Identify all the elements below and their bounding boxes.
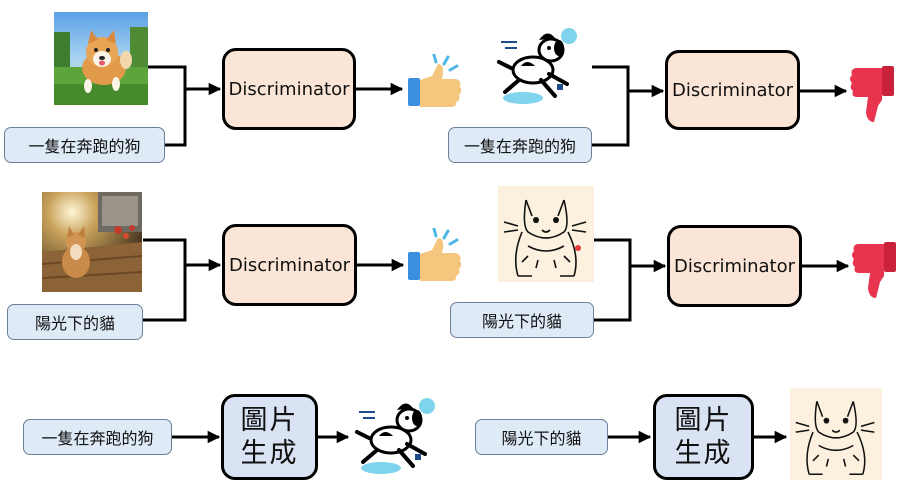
merge-line-3	[143, 238, 187, 322]
generator-label-line1: 圖片	[674, 405, 733, 436]
generated-cat-output	[790, 386, 882, 482]
discriminator-box-4: Discriminator	[667, 225, 802, 307]
caption-cat-input: 陽光下的貓	[475, 419, 608, 455]
generated-dog-output	[352, 396, 440, 476]
discriminator-label: Discriminator	[672, 79, 793, 101]
thumbs-down-icon	[848, 64, 896, 126]
caption-text: 一隻在奔跑的狗	[28, 137, 141, 156]
caption-dog-2: 一隻在奔跑的狗	[448, 127, 592, 163]
caption-text: 陽光下的貓	[501, 429, 582, 448]
generator-label-line2: 生成	[674, 438, 733, 469]
caption-cat-1: 陽光下的貓	[7, 304, 143, 340]
caption-dog-1: 一隻在奔跑的狗	[4, 127, 165, 163]
discriminator-box-3: Discriminator	[222, 224, 357, 306]
caption-text: 陽光下的貓	[34, 314, 115, 333]
caption-text: 一隻在奔跑的狗	[41, 429, 154, 448]
thumbs-up-icon-2	[406, 227, 464, 286]
caption-text: 一隻在奔跑的狗	[463, 137, 576, 156]
generator-label-line2: 生成	[240, 438, 299, 469]
thumbs-down-icon-2	[850, 240, 898, 302]
merge-line-2	[592, 65, 630, 147]
generated-dog-illustration	[495, 26, 581, 106]
caption-dog-input: 一隻在奔跑的狗	[23, 419, 172, 455]
caption-text: 陽光下的貓	[481, 312, 562, 331]
thumbs-up-icon	[406, 53, 464, 112]
image-generator-box-2: 圖片 生成	[653, 394, 754, 480]
merge-line-4	[594, 238, 632, 322]
real-cat-photo	[42, 192, 142, 292]
discriminator-label: Discriminator	[674, 255, 795, 277]
generator-label-line1: 圖片	[240, 405, 299, 436]
merge-line-1	[148, 65, 187, 147]
discriminator-label: Discriminator	[229, 254, 350, 276]
discriminator-box-2: Discriminator	[665, 50, 800, 130]
discriminator-label: Discriminator	[228, 78, 350, 100]
generated-cat-sketch	[498, 186, 594, 282]
real-dog-photo	[54, 12, 148, 105]
caption-cat-2: 陽光下的貓	[450, 302, 594, 338]
discriminator-box-1: Discriminator	[222, 48, 356, 130]
image-generator-box-1: 圖片 生成	[221, 394, 318, 480]
